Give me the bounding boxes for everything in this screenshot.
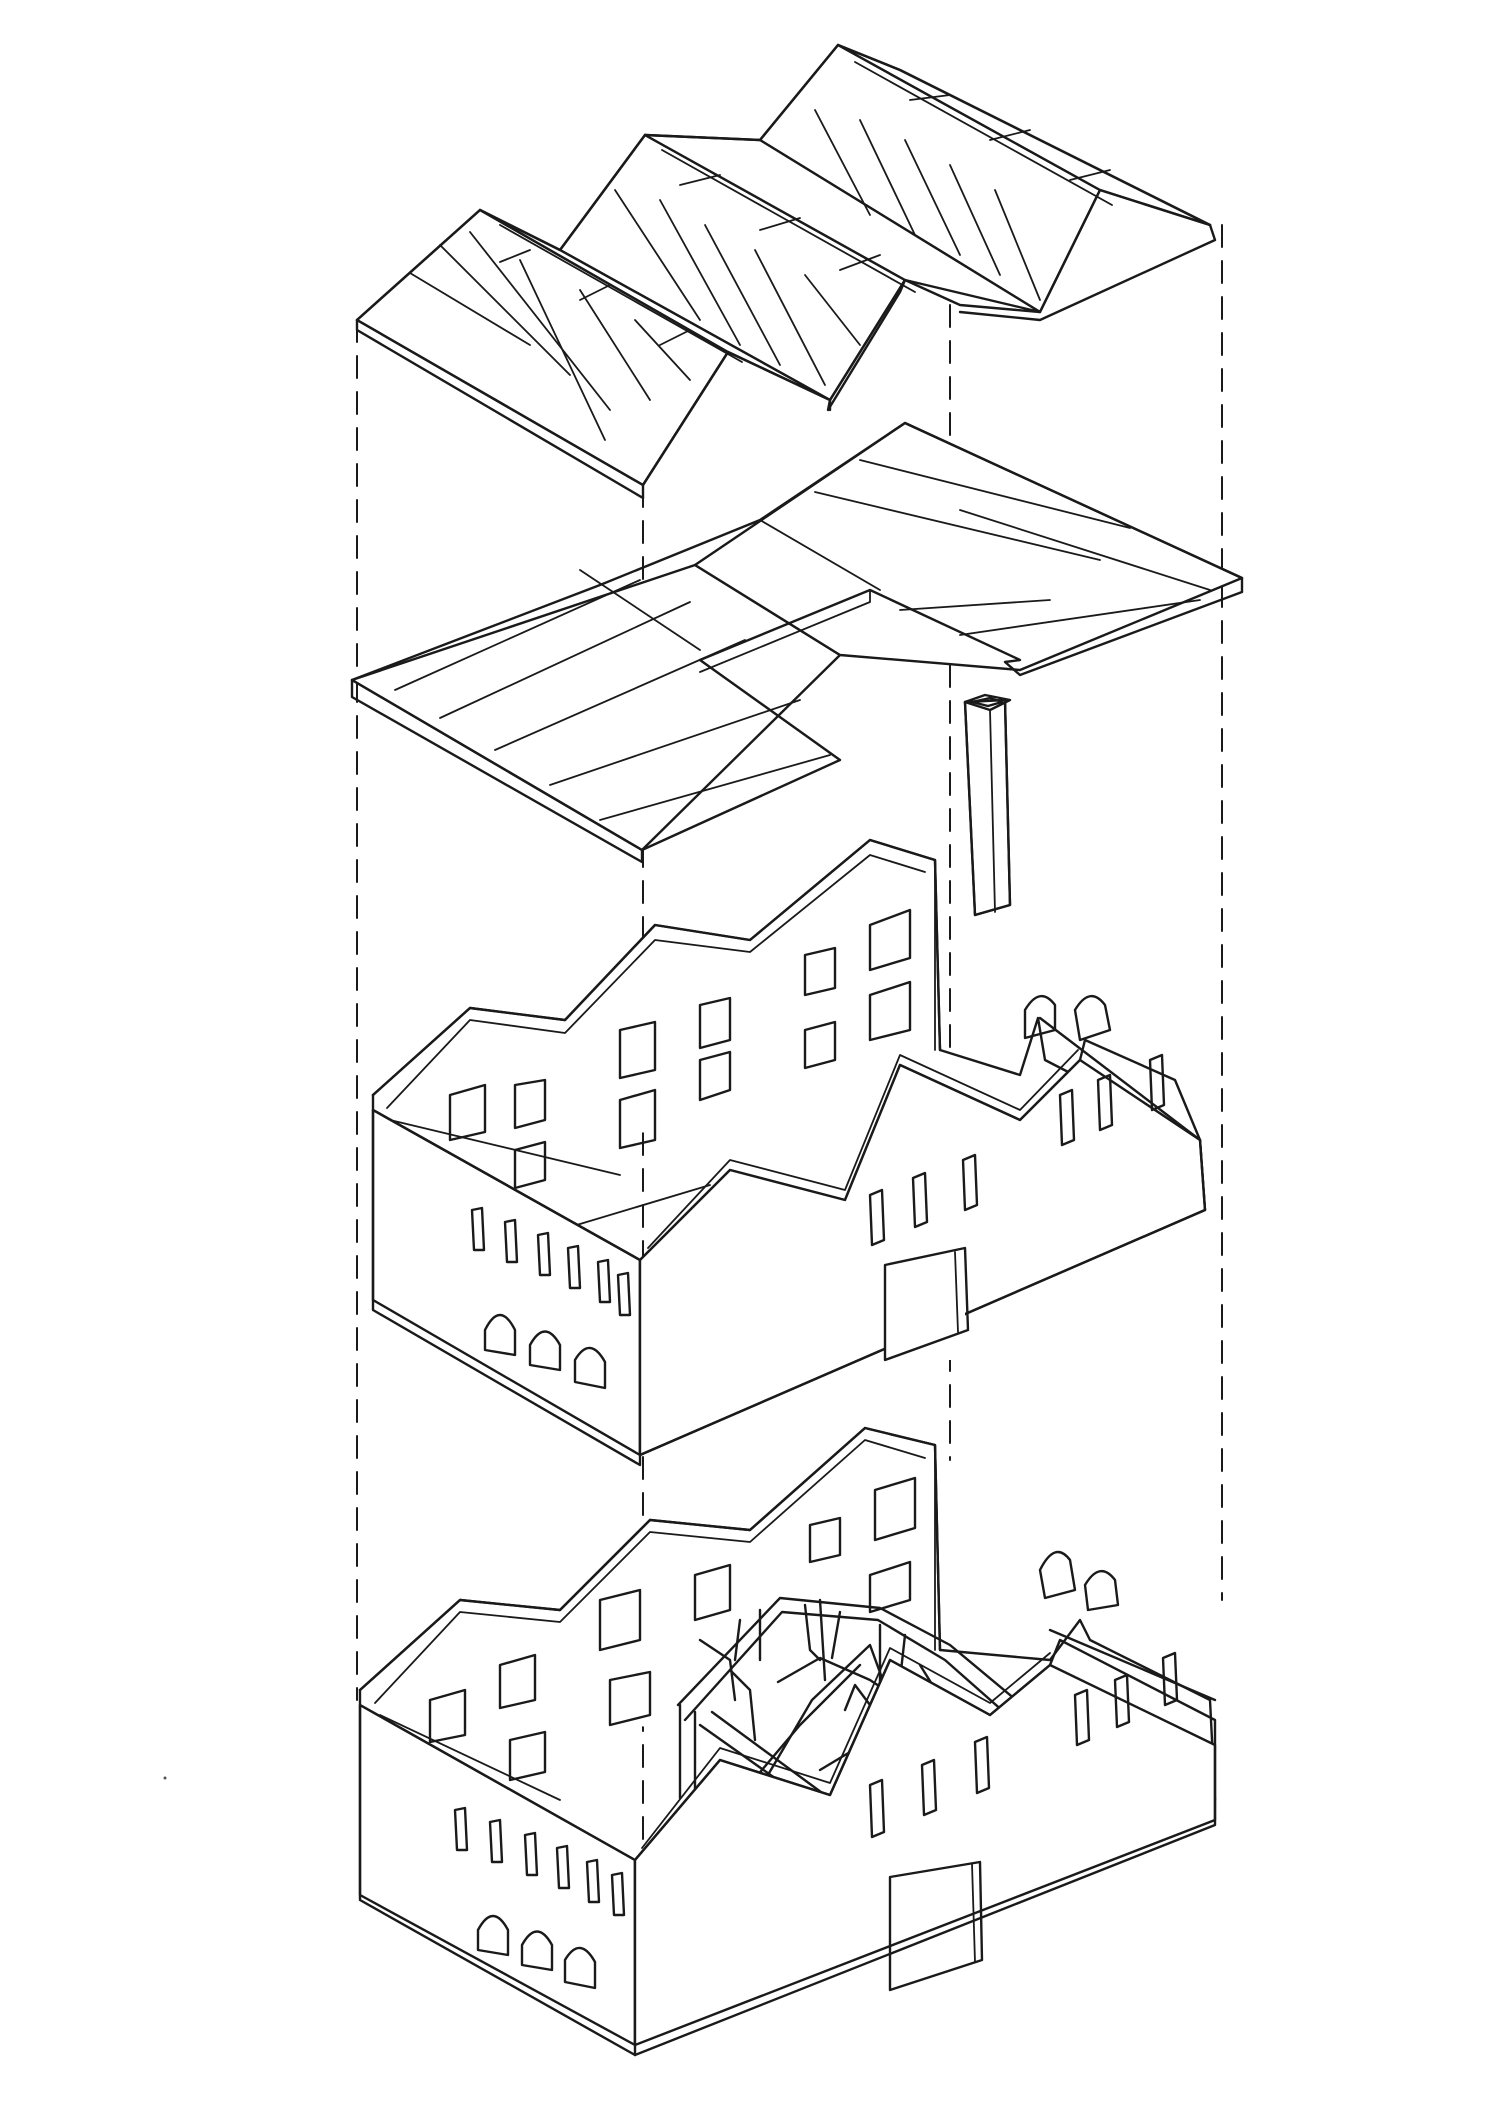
chimney	[963, 693, 1012, 917]
lower-windows-side	[868, 1651, 1179, 1839]
sawtooth-roof	[355, 43, 1217, 500]
upper-windows-back	[448, 908, 1112, 1190]
upper-windows-side	[868, 1053, 1166, 1247]
lower-windows-front	[453, 1806, 626, 1990]
lower-windows-back	[428, 1476, 1120, 1782]
upper-windows-front	[470, 1206, 632, 1390]
flat-roof-panels	[350, 421, 1244, 864]
lower-building-shell	[358, 1426, 1217, 2057]
upper-building-shell	[371, 693, 1207, 1467]
ink-speck	[163, 1776, 167, 1780]
